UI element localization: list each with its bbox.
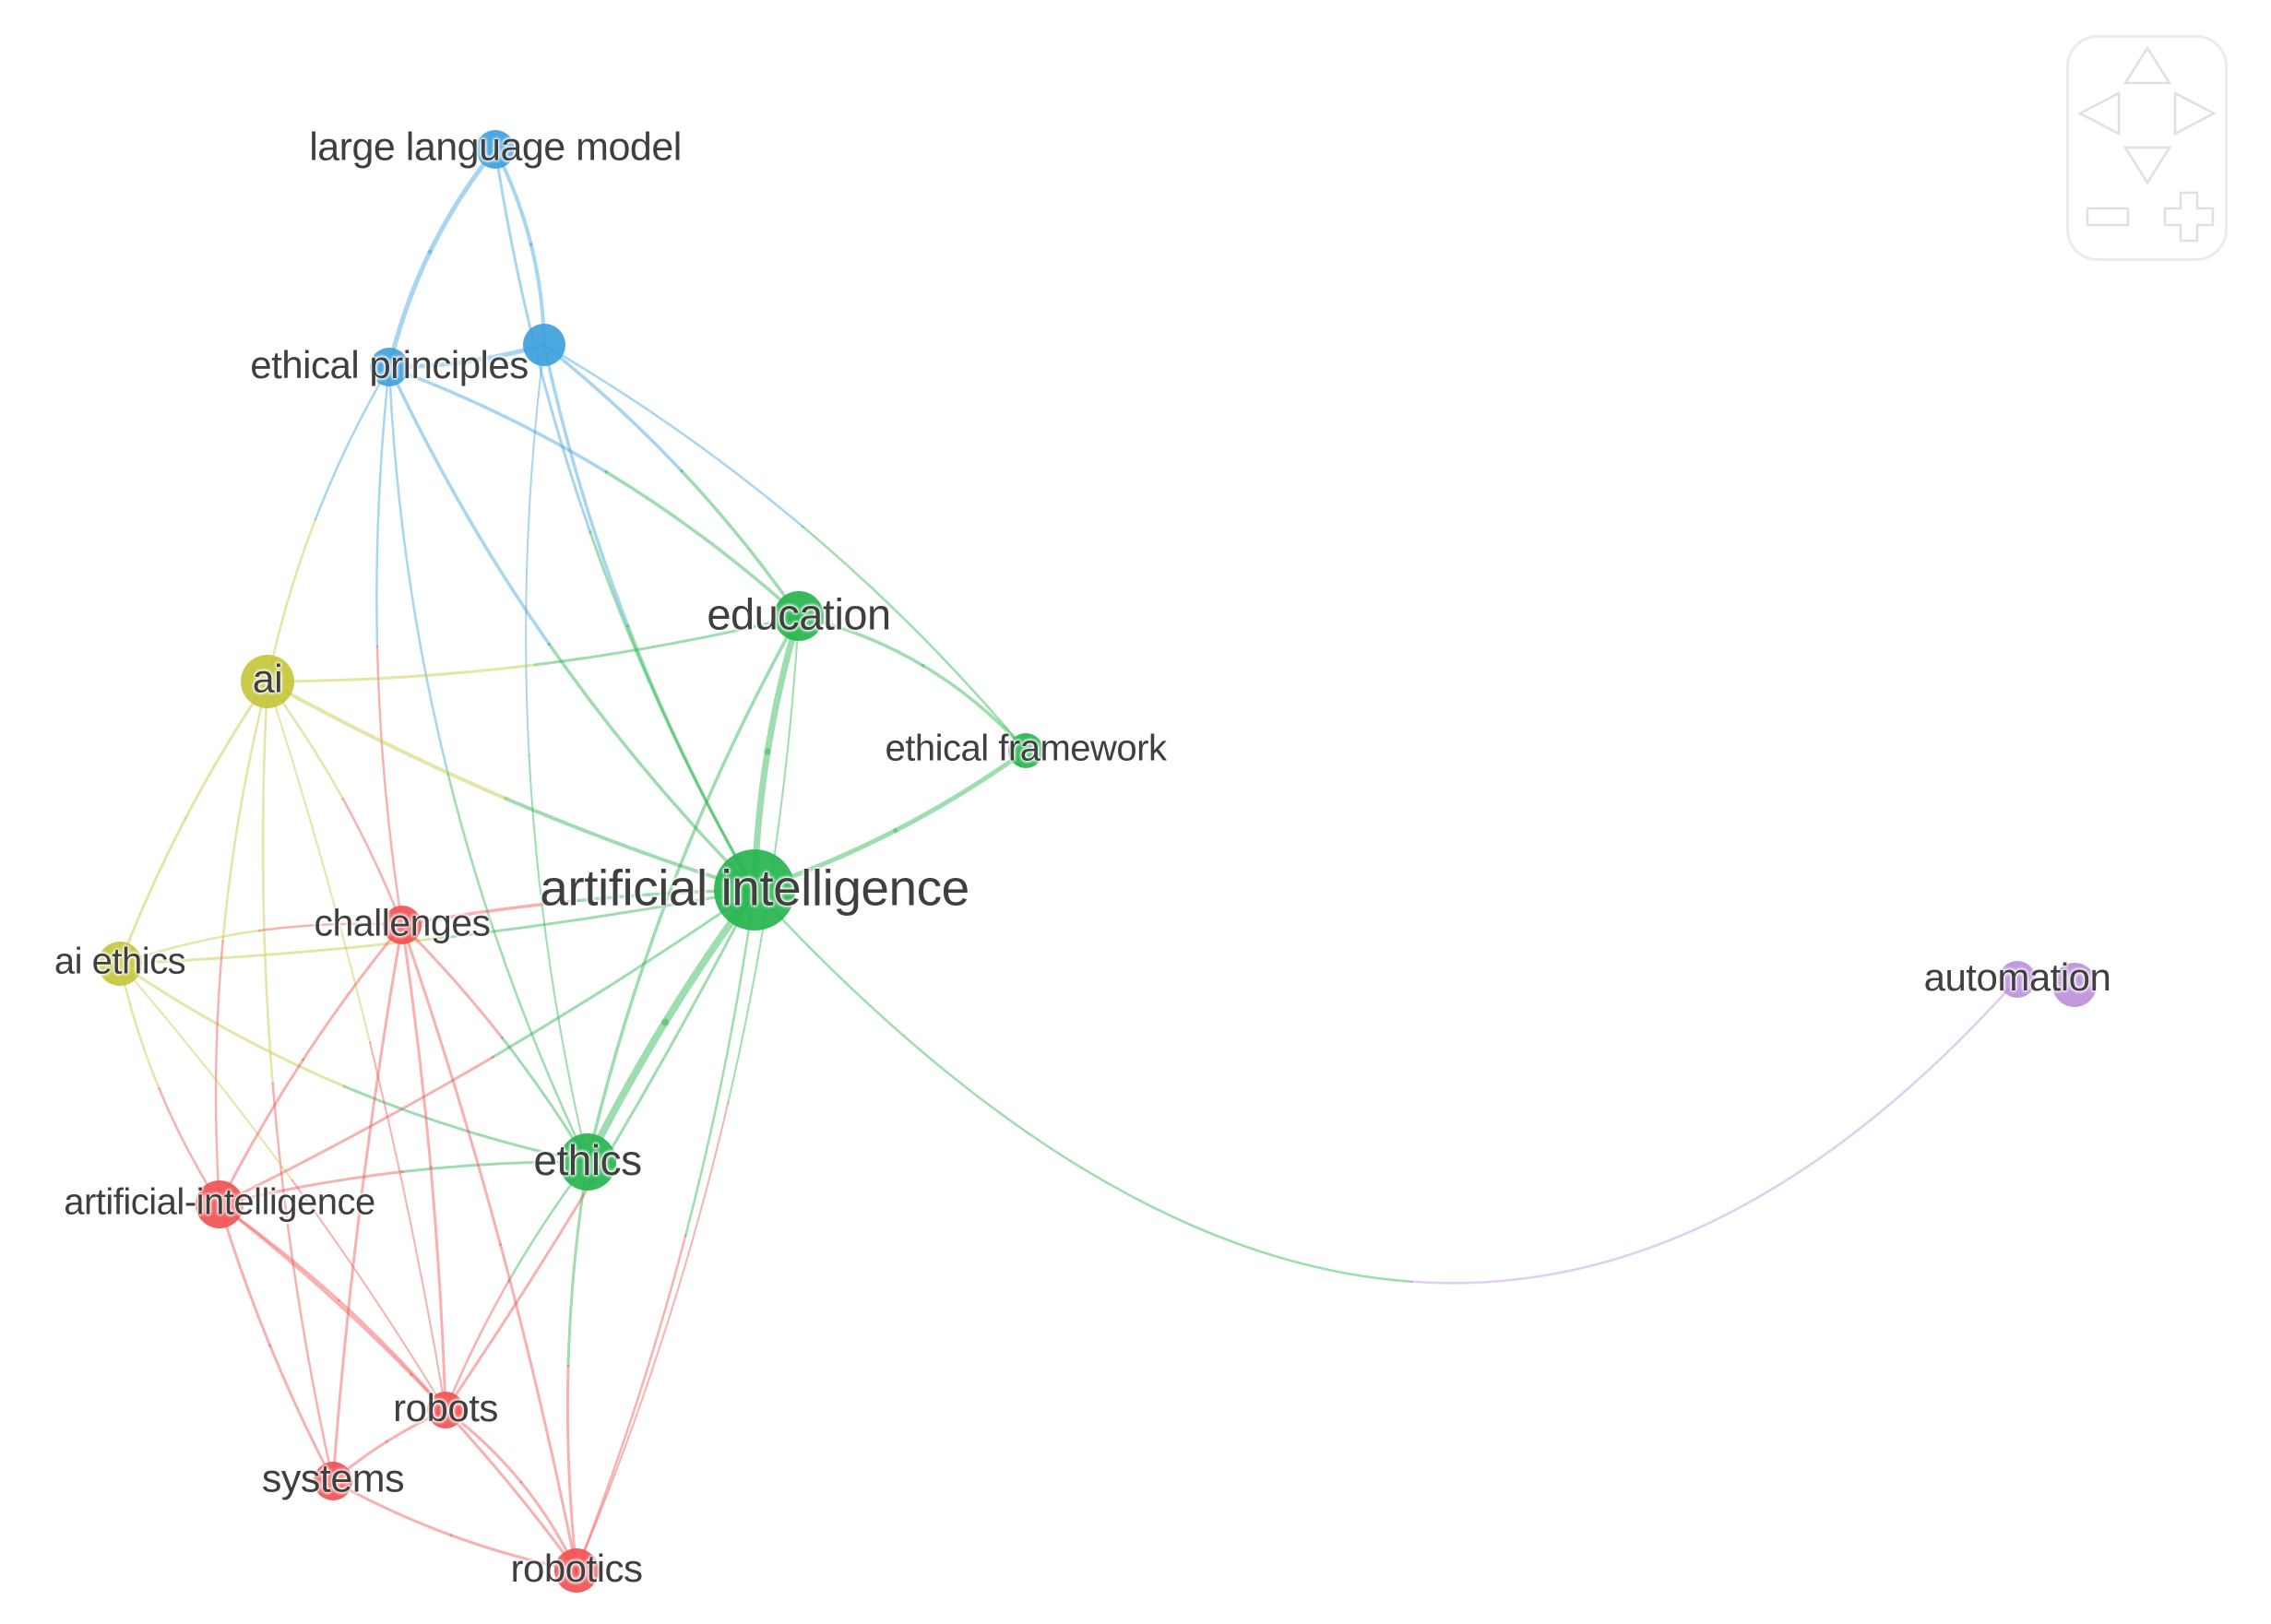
node-large-language-model[interactable] xyxy=(476,130,515,169)
edge-education--ai xyxy=(266,663,537,683)
edge-artificial-intelligence--ai xyxy=(266,680,508,800)
navigation-widget xyxy=(2066,35,2228,261)
edge-unlabeled--ethical-framework xyxy=(542,343,804,528)
pan-down-button[interactable] xyxy=(2122,146,2172,185)
node-artificial-intelligence[interactable] xyxy=(714,849,795,931)
edge-artificial-intelligence--artificial-intelligence xyxy=(218,1055,494,1206)
edge-artificial-intelligence--systems xyxy=(268,1344,335,1483)
edge-artificial-intelligence--automation xyxy=(1410,978,2019,1285)
node-ai[interactable] xyxy=(241,655,294,708)
zoom-out-button[interactable] xyxy=(2086,207,2130,227)
edge-ethical-principles--ethics xyxy=(387,365,450,776)
node-robots[interactable] xyxy=(427,1392,464,1428)
edge-unlabeled--ethical-framework xyxy=(802,525,1028,753)
edge-unlabeled--ethics xyxy=(528,754,589,1163)
node-layer xyxy=(98,130,2097,1593)
edge-artificial-intelligence--challenges xyxy=(400,898,580,927)
edge-ethical-principles--artificial-intelligence xyxy=(387,365,552,646)
node-ethical-principles[interactable] xyxy=(370,348,409,386)
edge-education--ethical-framework xyxy=(921,663,1028,753)
edge-ethical-principles--ai xyxy=(314,365,391,521)
edge-ethical-principles--challenges xyxy=(375,365,391,648)
edge-ethical-framework--artificial-intelligence xyxy=(893,748,1028,834)
edge-ai--systems xyxy=(261,680,274,1085)
edge-large-language-model--artificial-intelligence xyxy=(589,530,756,892)
edge-ai-ethics--challenges xyxy=(257,922,404,932)
node-unlabeled[interactable] xyxy=(2052,963,2097,1007)
edge-ethical-principles--education xyxy=(604,469,801,618)
node-robotics[interactable] xyxy=(554,1548,599,1593)
edge-ethics--robots xyxy=(444,1280,510,1412)
edge-challenges--robots xyxy=(400,923,433,1168)
plus-icon xyxy=(2163,191,2215,243)
edge-education--robotics xyxy=(576,1101,730,1571)
edge-challenges--robotics xyxy=(499,1243,578,1572)
edge-ai--systems xyxy=(271,1082,335,1483)
edge-challenges--systems xyxy=(331,1201,363,1483)
arrow-right-icon xyxy=(2173,90,2217,136)
edge-systems--robotics xyxy=(331,1479,453,1537)
edge-ethical-principles--artificial-intelligence xyxy=(547,642,756,892)
edge-education--ethics xyxy=(672,614,801,883)
edge-ai--robots xyxy=(267,681,372,1044)
zoom-in-button[interactable] xyxy=(2163,191,2215,243)
pan-right-button[interactable] xyxy=(2173,90,2217,136)
edge-ethics--artificial-intelligence xyxy=(218,1170,404,1206)
edge-artificial-intelligence--ai-ethics xyxy=(118,936,440,966)
node-challenges[interactable] xyxy=(383,906,422,944)
edge-ai-ethics--robots xyxy=(291,1179,446,1411)
arrow-left-icon xyxy=(2077,90,2121,136)
edge-ethics--challenges xyxy=(400,923,504,1039)
edge-artificial-intelligence--robotics xyxy=(575,1234,687,1572)
edge-ethics--robotics xyxy=(565,1364,578,1572)
edge-education--ethics xyxy=(586,880,676,1164)
edge-challenges--artificial-intelligence xyxy=(302,923,404,1061)
edge-ethical-principles--ethics xyxy=(446,773,589,1164)
node-automation[interactable] xyxy=(1999,961,2036,998)
edge-ai-ethics--robots xyxy=(119,963,293,1181)
edge-ethics--ai-ethics xyxy=(118,962,346,1088)
edge-unlabeled--ethics xyxy=(525,344,545,757)
edge-unlabeled--education xyxy=(680,468,801,618)
edge-challenges--robotics xyxy=(400,923,503,1247)
pan-left-button[interactable] xyxy=(2077,90,2121,136)
pan-up-button[interactable] xyxy=(2122,45,2172,85)
edge-artificial-intelligence--robotics xyxy=(218,1203,413,1377)
edge-ai--robots xyxy=(369,1041,446,1411)
edge-education--ai xyxy=(533,614,801,667)
edge-challenges--robots xyxy=(429,1165,447,1412)
edge-artificial-intelligence--ai-ethics xyxy=(436,888,756,940)
arrow-up-icon xyxy=(2122,45,2172,85)
edge-artificial-intelligence--robotics xyxy=(684,888,756,1237)
edge-ai--artificial-intelligence xyxy=(221,680,269,942)
edge-challenges--systems xyxy=(359,923,404,1204)
edge-unlabeled--artificial-intelligence xyxy=(625,623,756,892)
edge-ethical-principles--challenges xyxy=(375,645,404,927)
node-ethics[interactable] xyxy=(559,1133,616,1191)
node-ai-ethics[interactable] xyxy=(98,942,142,986)
node-unlabeled[interactable] xyxy=(523,324,565,366)
node-systems[interactable] xyxy=(314,1462,352,1500)
edge-unlabeled--education xyxy=(542,343,684,473)
edge-unlabeled--artificial-intelligence xyxy=(542,343,630,628)
arrow-down-icon xyxy=(2122,146,2172,185)
edge-ethics--ai-ethics xyxy=(342,1085,589,1164)
node-ethical-framework[interactable] xyxy=(1008,733,1043,768)
edge-ethical-principles--education xyxy=(387,365,608,474)
edge-artificial-intelligence--automation xyxy=(753,888,1413,1283)
node-education[interactable] xyxy=(774,591,824,641)
node-artificial-intelligence[interactable] xyxy=(196,1180,244,1228)
edge-ai--artificial-intelligence xyxy=(214,940,224,1206)
edge-artificial-intelligence--artificial-intelligence xyxy=(491,888,756,1059)
edge-ai--ai-ethics xyxy=(118,816,187,966)
minus-icon xyxy=(2086,207,2130,227)
